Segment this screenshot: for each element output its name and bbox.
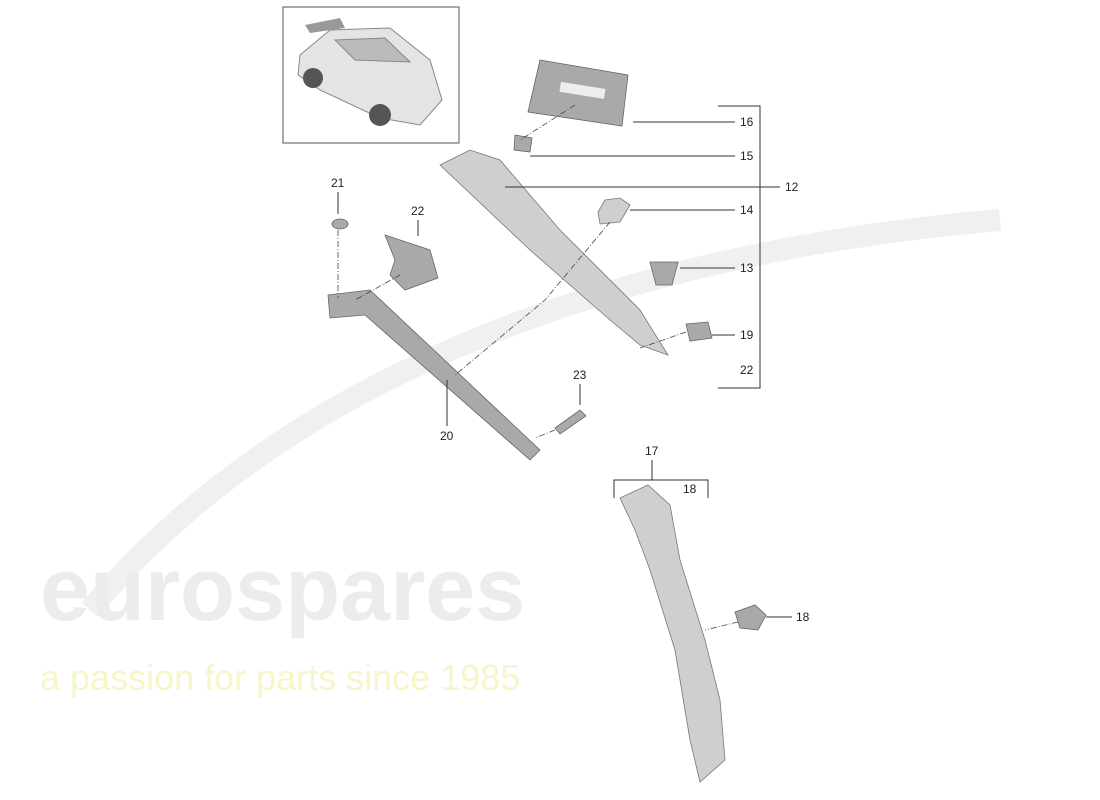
callout-12: 12 bbox=[785, 180, 799, 194]
callout-19: 19 bbox=[740, 328, 754, 342]
part-17-lower-trim bbox=[619, 484, 726, 783]
part-15-clip bbox=[513, 134, 533, 153]
part-12-pillar-trim bbox=[439, 149, 669, 356]
watermark-tagline: a passion for parts since 1985 bbox=[40, 657, 520, 698]
watermark-swoosh bbox=[81, 209, 1001, 618]
callout-22-right: 22 bbox=[740, 363, 754, 377]
watermark-brand: eurospares bbox=[40, 540, 525, 640]
callout-22-left: 22 bbox=[411, 204, 425, 218]
callout-23: 23 bbox=[573, 368, 587, 382]
callout-21: 21 bbox=[331, 176, 345, 190]
callout-18-bracket: 18 bbox=[683, 482, 697, 496]
part-14-grommet bbox=[597, 197, 631, 225]
part-19-clip bbox=[685, 321, 713, 342]
callout-14: 14 bbox=[740, 203, 754, 217]
callout-18: 18 bbox=[796, 610, 810, 624]
part-13-clip bbox=[649, 261, 679, 286]
part-20-strap bbox=[327, 289, 541, 461]
part-22-bracket bbox=[384, 234, 439, 291]
part-21-screw bbox=[331, 218, 349, 230]
part-23-bolt bbox=[554, 409, 587, 435]
vehicle-thumbnail bbox=[282, 6, 460, 144]
watermark: eurospares a passion for parts since 198… bbox=[40, 209, 1001, 698]
callout-20: 20 bbox=[440, 429, 454, 443]
callout-16: 16 bbox=[740, 115, 754, 129]
part-18-clip bbox=[734, 604, 767, 631]
callout-15: 15 bbox=[740, 149, 754, 163]
callout-13: 13 bbox=[740, 261, 754, 275]
callout-17: 17 bbox=[645, 444, 659, 458]
